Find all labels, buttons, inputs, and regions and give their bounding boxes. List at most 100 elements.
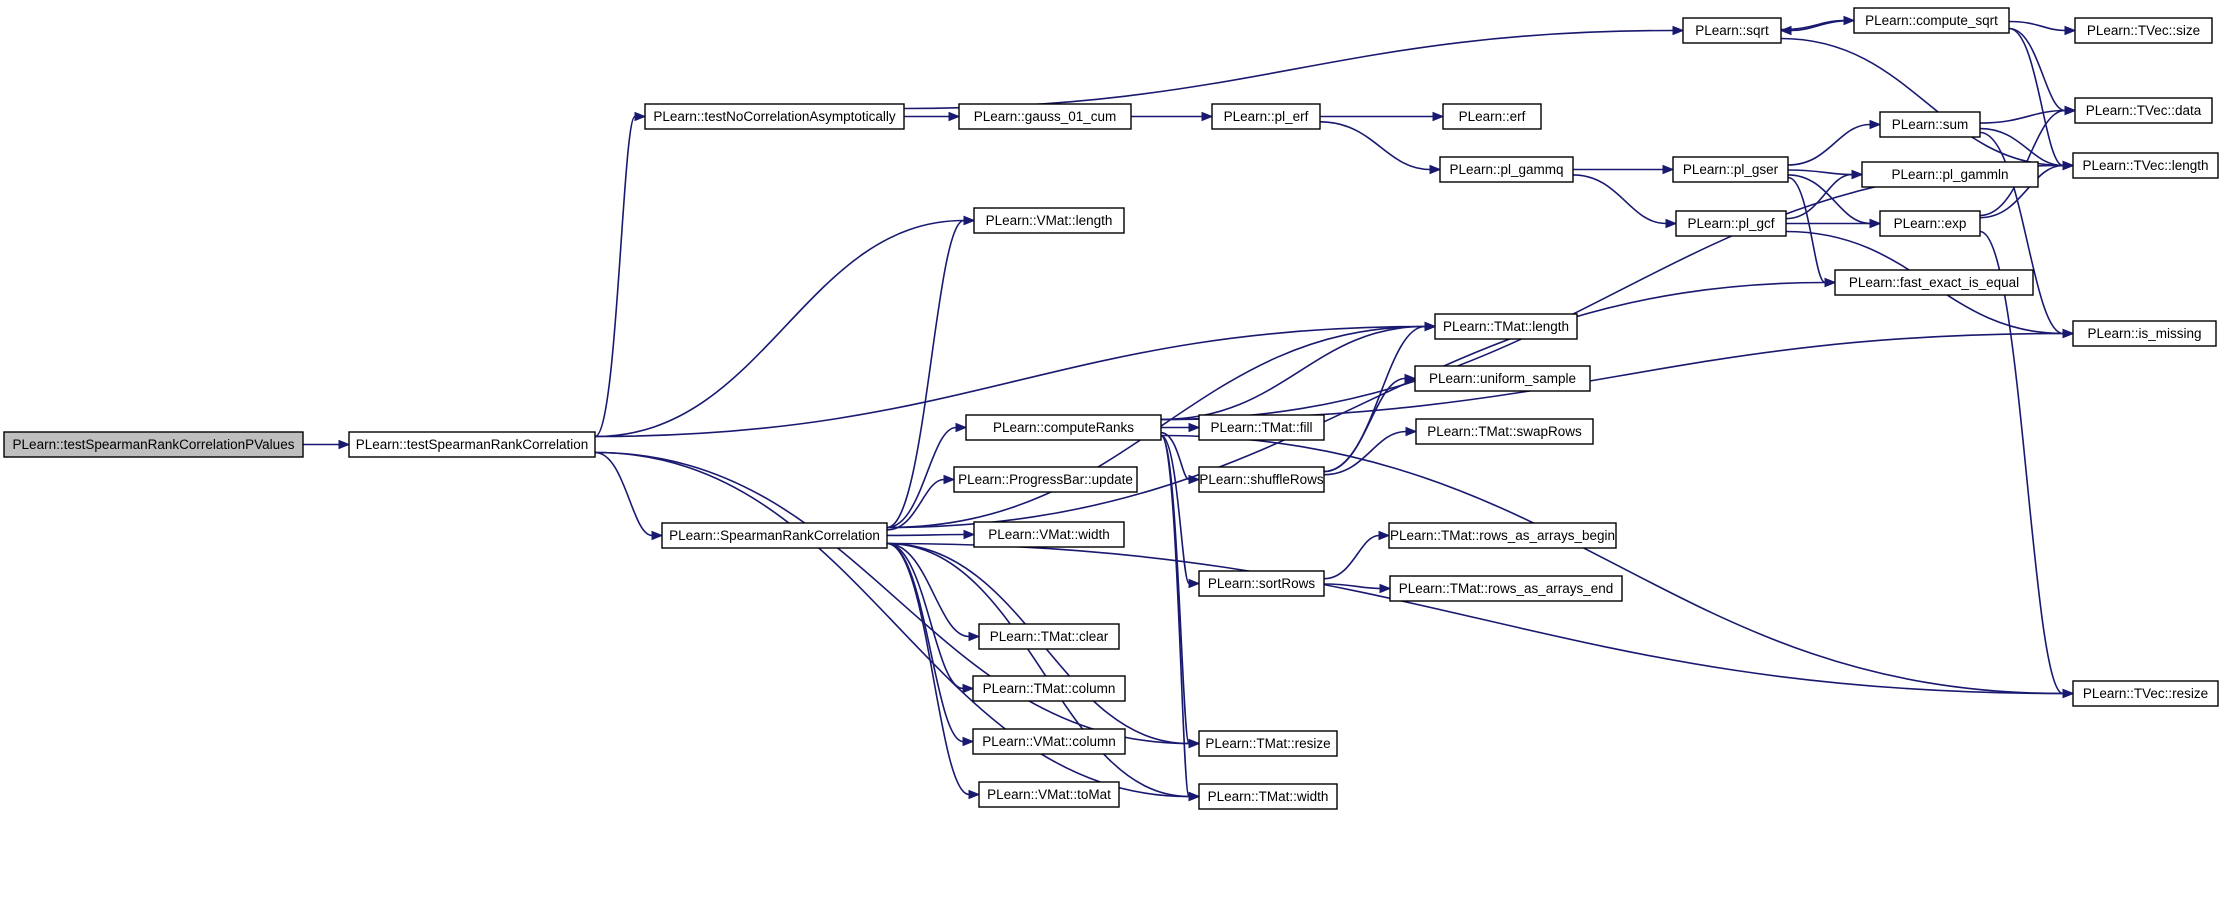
node-label: PLearn::VMat::column xyxy=(982,734,1116,749)
node-n3[interactable]: PLearn::testNoCorrelationAsymptotically xyxy=(644,103,905,130)
node-n26[interactable]: PLearn::shuffleRows xyxy=(1198,466,1325,493)
node-n7[interactable]: PLearn::erf xyxy=(1442,103,1542,130)
node-n31[interactable]: PLearn::sortRows xyxy=(1198,570,1325,597)
node-n20[interactable]: PLearn::is_missing xyxy=(2072,320,2217,347)
edge-n4-to-n21 xyxy=(886,542,2075,699)
node-label: PLearn::SpearmanRankCorrelation xyxy=(669,528,880,543)
node-label: PLearn::gauss_01_cum xyxy=(974,109,1117,124)
node-box xyxy=(2074,17,2213,44)
node-n4[interactable]: PLearn::SpearmanRankCorrelation xyxy=(661,522,888,549)
edge-n5-to-n6 xyxy=(1131,111,1214,122)
node-n39[interactable]: PLearn::TMat::width xyxy=(1198,783,1338,810)
node-label: PLearn::TMat::length xyxy=(1443,319,1569,334)
edge-n4-to-n36 xyxy=(886,542,975,747)
node-box xyxy=(1834,269,2034,296)
node-box xyxy=(348,431,596,458)
edge-n2-to-n4 xyxy=(594,451,664,541)
edge-n8-to-n9 xyxy=(1573,164,1675,175)
edge-n2-to-n3 xyxy=(594,111,647,438)
node-box xyxy=(965,414,1162,441)
node-n22[interactable]: PLearn::VMat::length xyxy=(973,207,1125,234)
node-label: PLearn::pl_gser xyxy=(1683,162,1779,177)
node-n28[interactable]: PLearn::TMat::swapRows xyxy=(1415,418,1594,445)
node-n6[interactable]: PLearn::pl_erf xyxy=(1211,103,1321,130)
node-n29[interactable]: PLearn::ProgressBar::update xyxy=(953,466,1138,493)
edge-n1-to-n2 xyxy=(303,439,351,450)
node-label: PLearn::pl_gammq xyxy=(1449,162,1563,177)
edge-n4-to-n24 xyxy=(886,422,968,529)
edge-n4-to-n29 xyxy=(886,474,956,531)
node-box xyxy=(953,466,1138,493)
edge-n26-to-n27 xyxy=(1323,373,1417,473)
node-n14[interactable]: PLearn::TVec::data xyxy=(2074,97,2213,124)
node-n15[interactable]: PLearn::TVec::length xyxy=(2072,152,2219,179)
edge-n4-to-n35 xyxy=(886,542,975,694)
node-n25[interactable]: PLearn::TMat::fill xyxy=(1198,414,1325,441)
node-n33[interactable]: PLearn::TMat::rows_as_arrays_end xyxy=(1389,575,1623,602)
node-box xyxy=(1198,466,1325,493)
node-label: PLearn::is_missing xyxy=(2087,326,2201,341)
node-n8[interactable]: PLearn::pl_gammq xyxy=(1439,156,1574,183)
node-n5[interactable]: PLearn::gauss_01_cum xyxy=(958,103,1132,130)
node-n37[interactable]: PLearn::VMat::toMat xyxy=(978,781,1120,808)
edge-n3-to-n5 xyxy=(904,111,961,122)
node-label: PLearn::shuffleRows xyxy=(1199,472,1324,487)
node-box xyxy=(1879,210,1981,237)
node-n10[interactable]: PLearn::pl_gcf xyxy=(1675,210,1787,237)
node-label: PLearn::sum xyxy=(1892,117,1969,132)
node-n35[interactable]: PLearn::TMat::column xyxy=(972,675,1126,702)
edge-n6-to-n8 xyxy=(1319,121,1442,175)
node-n1[interactable]: PLearn::testSpearmanRankCorrelationPValu… xyxy=(3,431,304,458)
node-label: PLearn::testSpearmanRankCorrelationPValu… xyxy=(13,437,295,452)
edge-n4-to-n30 xyxy=(886,529,976,540)
node-label: PLearn::pl_gammln xyxy=(1891,167,2008,182)
node-box xyxy=(972,675,1126,702)
edge-n24-to-n31 xyxy=(1160,434,1201,589)
node-box xyxy=(1414,365,1591,392)
node-n17[interactable]: PLearn::pl_gammln xyxy=(1861,161,2039,188)
node-n18[interactable]: PLearn::exp xyxy=(1879,210,1981,237)
node-n13[interactable]: PLearn::TVec::size xyxy=(2074,17,2213,44)
edge-n12-to-n13 xyxy=(2008,20,2077,36)
edge-n10-to-n17 xyxy=(1785,169,1864,220)
edge-n12-to-n15 xyxy=(2008,27,2075,171)
node-n19[interactable]: PLearn::fast_exact_is_equal xyxy=(1834,269,2034,296)
node-n36[interactable]: PLearn::VMat::column xyxy=(972,728,1126,755)
node-n21[interactable]: PLearn::TVec::resize xyxy=(2072,680,2219,707)
node-box xyxy=(1439,156,1574,183)
node-n30[interactable]: PLearn::VMat::width xyxy=(973,521,1125,548)
node-box xyxy=(2072,680,2219,707)
node-n32[interactable]: PLearn::TMat::rows_as_arrays_begin xyxy=(1388,522,1617,549)
node-box xyxy=(1198,570,1325,597)
edge-n12-to-n11 xyxy=(1779,19,1855,36)
node-label: PLearn::compute_sqrt xyxy=(1865,13,1998,28)
edge-n24-to-n20 xyxy=(1160,328,2075,421)
node-n9[interactable]: PLearn::pl_gser xyxy=(1672,156,1789,183)
edge-layer xyxy=(303,15,2077,802)
node-label: PLearn::TMat::fill xyxy=(1210,420,1312,435)
node-box xyxy=(644,103,905,130)
node-box xyxy=(2074,97,2213,124)
node-n16[interactable]: PLearn::sum xyxy=(1879,111,1981,138)
node-n38[interactable]: PLearn::TMat::resize xyxy=(1198,730,1338,757)
node-label: PLearn::TVec::resize xyxy=(2083,686,2208,701)
edge-n11-to-n12 xyxy=(1780,15,1856,31)
node-label: PLearn::TVec::data xyxy=(2086,103,2202,118)
node-n24[interactable]: PLearn::computeRanks xyxy=(965,414,1162,441)
edge-n24-to-n25 xyxy=(1161,422,1201,433)
node-box xyxy=(1389,575,1623,602)
node-n12[interactable]: PLearn::compute_sqrt xyxy=(1853,7,2010,34)
node-label: PLearn::testSpearmanRankCorrelation xyxy=(356,437,589,452)
node-label: PLearn::VMat::toMat xyxy=(987,787,1111,802)
node-box xyxy=(973,521,1125,548)
node-n34[interactable]: PLearn::TMat::clear xyxy=(978,623,1120,650)
node-label: PLearn::TMat::width xyxy=(1208,789,1329,804)
node-n23[interactable]: PLearn::TMat::length xyxy=(1434,313,1578,340)
node-n2[interactable]: PLearn::testSpearmanRankCorrelation xyxy=(348,431,596,458)
node-label: PLearn::TVec::length xyxy=(2082,158,2208,173)
node-n11[interactable]: PLearn::sqrt xyxy=(1682,17,1782,44)
node-n27[interactable]: PLearn::uniform_sample xyxy=(1414,365,1591,392)
node-label: PLearn::VMat::width xyxy=(988,527,1110,542)
node-box xyxy=(973,207,1125,234)
node-layer: PLearn::testSpearmanRankCorrelationPValu… xyxy=(3,7,2219,810)
